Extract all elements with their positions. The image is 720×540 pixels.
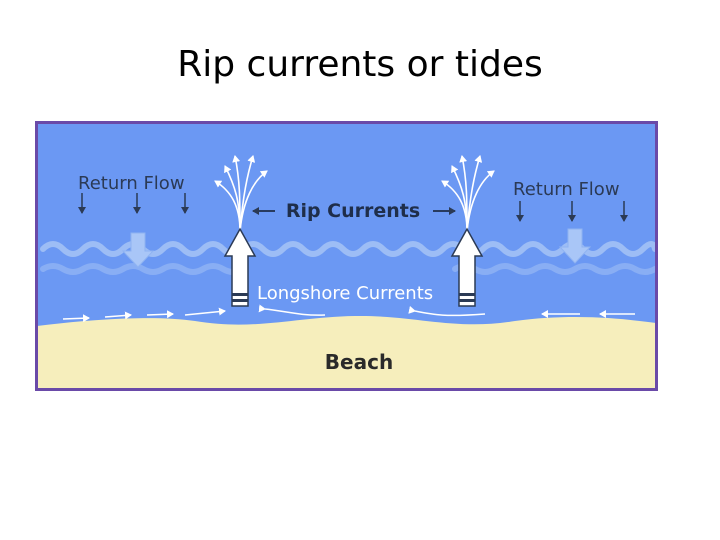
return-flow-big-arrow-right	[558, 228, 592, 264]
rip-arrow-left	[223, 227, 257, 307]
rip-fan-left	[214, 155, 268, 232]
rip-current-diagram: Return Flow Return Flow Rip Currents Lon…	[35, 121, 658, 391]
beach-label: Beach	[325, 350, 393, 374]
longshore-arrows	[62, 304, 635, 323]
return-flow-arrows-left	[78, 193, 189, 214]
diagram-canvas: Return Flow Return Flow Rip Currents Lon…	[35, 121, 658, 391]
rip-currents-label: Rip Currents	[286, 200, 420, 222]
rip-arrow-right	[450, 227, 484, 307]
return-flow-arrows-right	[516, 201, 628, 222]
beach-sand	[37, 315, 656, 389]
diagram-frame	[35, 121, 658, 391]
longshore-currents-label: Longshore Currents	[257, 283, 433, 304]
rip-fan-right	[441, 155, 495, 232]
return-flow-big-arrow-left	[121, 232, 155, 268]
return-flow-label-right: Return Flow	[513, 179, 620, 200]
slide-title: Rip currents or tides	[177, 44, 543, 85]
return-flow-label-left: Return Flow	[78, 173, 185, 194]
